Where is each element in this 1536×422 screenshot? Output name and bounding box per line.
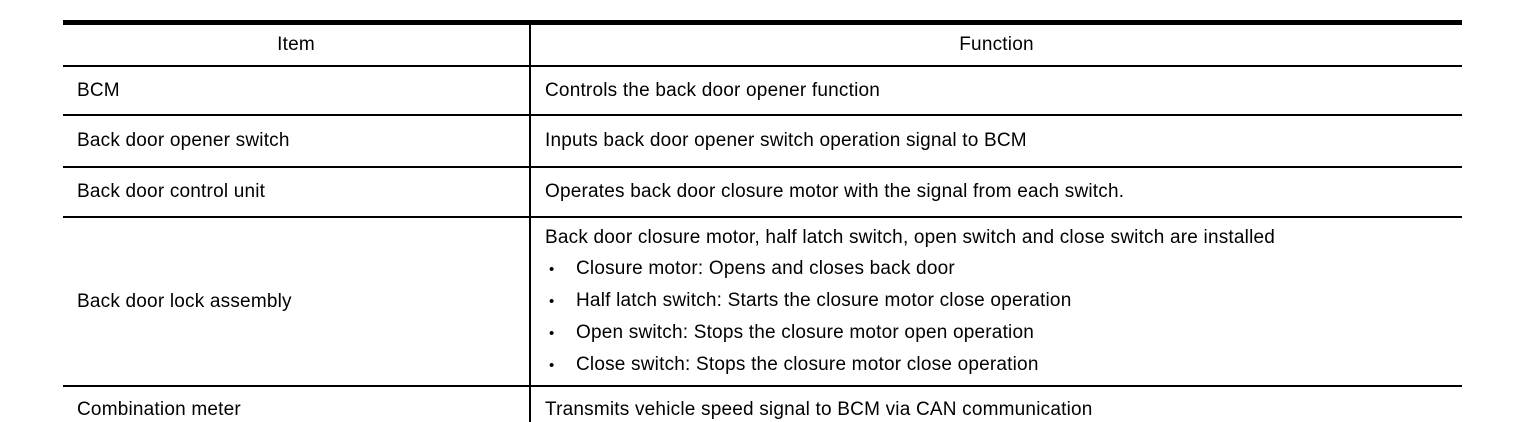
item-function-table: Item Function BCM Controls the back door… xyxy=(63,20,1462,422)
bullet-text: Close switch: Stops the closure motor cl… xyxy=(576,354,1039,375)
item-cell: Combination meter xyxy=(63,385,530,422)
function-intro-line: Back door closure motor, half latch swit… xyxy=(545,227,1276,248)
function-cell: Back door closure motor, half latch swit… xyxy=(529,216,1462,386)
bullet-list-item: • Close switch: Stops the closure motor … xyxy=(545,349,1452,381)
bullet-text: Half latch switch: Starts the closure mo… xyxy=(576,290,1072,311)
bullet-icon: • xyxy=(549,325,555,342)
function-cell: Transmits vehicle speed signal to BCM vi… xyxy=(529,385,1462,422)
table-row: Back door opener switch Inputs back door… xyxy=(63,114,1462,167)
function-cell: Operates back door closure motor with th… xyxy=(529,166,1462,217)
bullet-list-item: • Closure motor: Opens and closes back d… xyxy=(545,253,1452,285)
item-cell: Back door opener switch xyxy=(63,114,530,167)
table-row: Back door lock assembly Back door closur… xyxy=(63,216,1462,386)
bullet-list-item: • Half latch switch: Starts the closure … xyxy=(545,285,1452,317)
bullet-icon: • xyxy=(549,261,555,278)
item-cell: Back door lock assembly xyxy=(63,216,530,386)
item-cell: Back door control unit xyxy=(63,166,530,217)
bullet-list-item: • Open switch: Stops the closure motor o… xyxy=(545,317,1452,349)
item-cell: BCM xyxy=(63,65,530,115)
table-row: BCM Controls the back door opener functi… xyxy=(63,65,1462,115)
function-cell: Controls the back door opener function xyxy=(529,65,1462,115)
bullet-text: Closure motor: Opens and closes back doo… xyxy=(576,258,955,279)
bullet-icon: • xyxy=(549,293,555,310)
function-cell: Inputs back door opener switch operation… xyxy=(529,114,1462,167)
bullet-icon: • xyxy=(549,357,555,374)
table-row: Back door control unit Operates back doo… xyxy=(63,166,1462,217)
column-header-item: Item xyxy=(277,34,315,56)
column-header-function: Function xyxy=(529,22,1462,66)
table-row: Combination meter Transmits vehicle spee… xyxy=(63,385,1462,422)
header-row: Item Function xyxy=(63,22,1462,66)
bullet-text: Open switch: Stops the closure motor ope… xyxy=(576,322,1035,343)
